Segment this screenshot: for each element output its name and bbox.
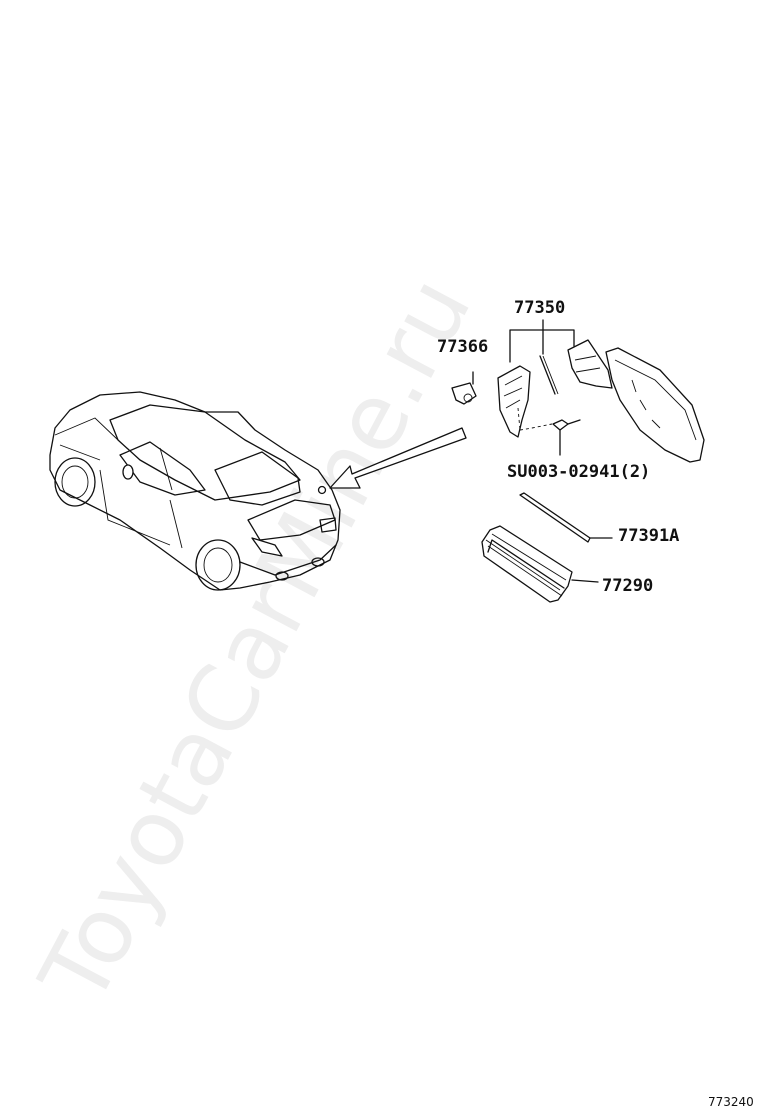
label-77350: 77350 xyxy=(514,298,565,318)
label-77366: 77366 xyxy=(437,337,488,357)
fuel-lid-seal-part xyxy=(519,492,613,543)
fuel-door-hinge-part xyxy=(497,319,705,463)
label-77391a: 77391A xyxy=(618,526,679,546)
figure-number: 773240 xyxy=(708,1095,754,1109)
watermark-text: ToyotaCarMine.ru xyxy=(19,260,491,1021)
fuel-door-lock-part xyxy=(451,371,477,405)
label-77290: 77290 xyxy=(602,576,653,596)
car-illustration xyxy=(49,391,341,591)
location-arrow xyxy=(329,427,467,489)
label-su003-02941: SU003-02941(2) xyxy=(507,462,650,482)
fuel-inlet-box-part xyxy=(481,525,599,603)
